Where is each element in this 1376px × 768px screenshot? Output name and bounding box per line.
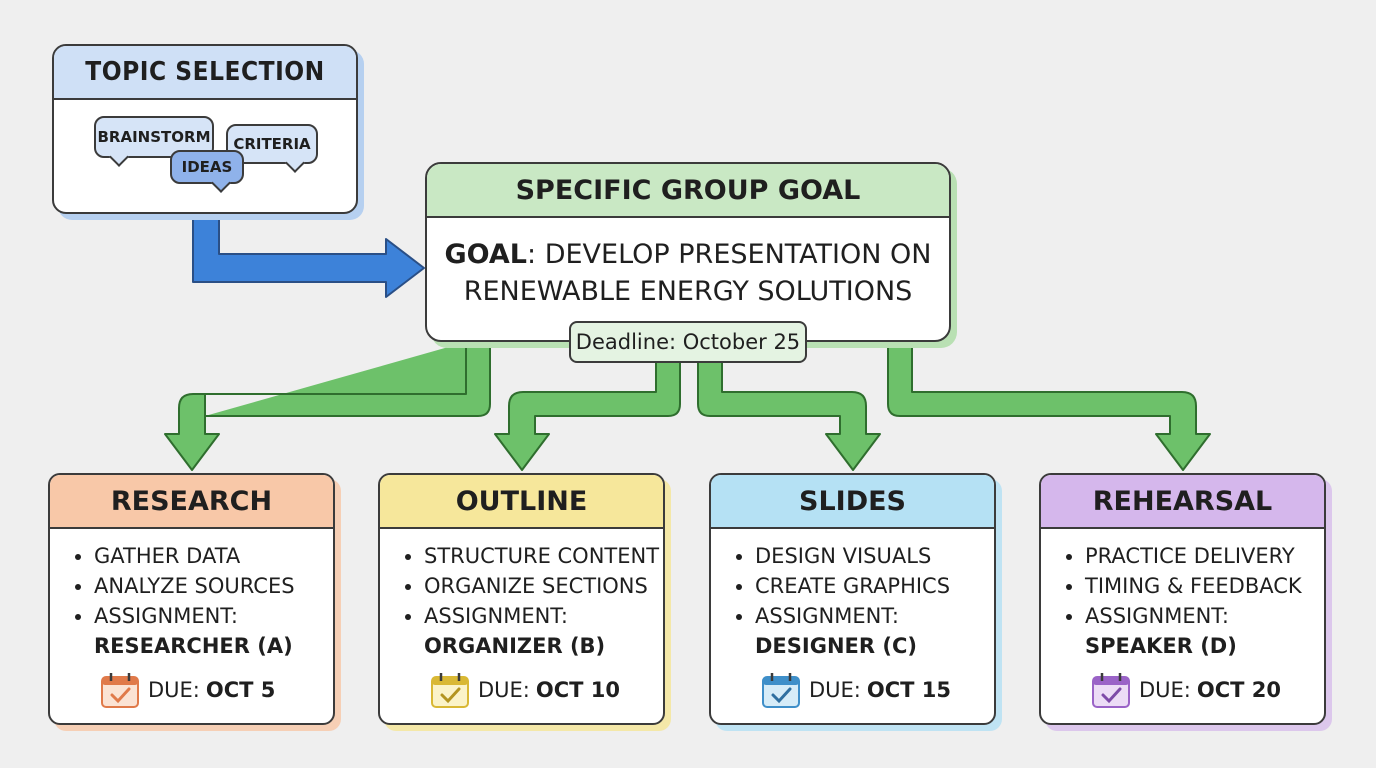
assignee: DESIGNER (C) (755, 634, 917, 658)
due-label: DUE: (478, 678, 530, 702)
outline-card: OUTLINE STRUCTURE CONTENT ORGANIZE SECTI… (378, 473, 665, 725)
due-label: DUE: (148, 678, 200, 702)
due-value: OCT 5 (205, 678, 276, 702)
list-item: ASSIGNMENT:SPEAKER (D) (1085, 601, 1324, 661)
due-label: DUE: (809, 678, 861, 702)
topic-to-goal-arrow (192, 213, 425, 298)
goal-line1: : DEVELOP PRESENTATION ON (527, 239, 932, 270)
task-list: STRUCTURE CONTENT ORGANIZE SECTIONS ASSI… (380, 541, 663, 661)
slides-card: SLIDES DESIGN VISUALS CREATE GRAPHICS AS… (709, 473, 996, 725)
topic-selection-title: TOPIC SELECTION (54, 46, 356, 100)
due-value: OCT 20 (1196, 678, 1282, 702)
list-item: STRUCTURE CONTENT (424, 541, 663, 571)
list-item: ASSIGNMENT:RESEARCHER (A) (94, 601, 333, 661)
due-label: DUE: (1139, 678, 1191, 702)
list-item: CREATE GRAPHICS (755, 571, 994, 601)
list-item: DESIGN VISUALS (755, 541, 994, 571)
due-date: DUE:OCT 5 (100, 671, 275, 709)
topic-selection-box: TOPIC SELECTION BRAINSTORM CRITERIA IDEA… (52, 44, 358, 214)
deadline-badge: Deadline: October 25 (569, 321, 807, 363)
task-list: DESIGN VISUALS CREATE GRAPHICS ASSIGNMEN… (711, 541, 994, 661)
list-item: GATHER DATA (94, 541, 333, 571)
list-item: ASSIGNMENT:DESIGNER (C) (755, 601, 994, 661)
group-goal-box: SPECIFIC GROUP GOAL GOAL: DEVELOP PRESEN… (425, 162, 951, 342)
due-date: DUE:OCT 10 (430, 671, 620, 709)
list-item: ANALYZE SOURCES (94, 571, 333, 601)
goal-label: GOAL (444, 239, 528, 270)
assignee: RESEARCHER (A) (94, 634, 293, 658)
ideas-bubble: IDEAS (170, 150, 244, 184)
research-card: RESEARCH GATHER DATA ANALYZE SOURCES ASS… (48, 473, 335, 725)
goal-to-rehearsal-arrow (887, 341, 1211, 471)
list-item: ASSIGNMENT:ORGANIZER (B) (424, 601, 663, 661)
list-item: TIMING & FEEDBACK (1085, 571, 1324, 601)
calendar-check-icon (762, 673, 800, 708)
due-value: OCT 10 (535, 678, 621, 702)
assignee: ORGANIZER (B) (424, 634, 606, 658)
calendar-check-icon (101, 673, 139, 708)
list-item: PRACTICE DELIVERY (1085, 541, 1324, 571)
due-date: DUE:OCT 20 (1091, 671, 1281, 709)
goal-to-outline-arrow (494, 361, 681, 471)
goal-to-research-arrow (164, 341, 491, 471)
group-goal-title: SPECIFIC GROUP GOAL (427, 164, 949, 218)
task-list: GATHER DATA ANALYZE SOURCES ASSIGNMENT:R… (50, 541, 333, 661)
due-value: OCT 15 (866, 678, 952, 702)
rehearsal-card: REHEARSAL PRACTICE DELIVERY TIMING & FEE… (1039, 473, 1326, 725)
assignee: SPEAKER (D) (1085, 634, 1237, 658)
calendar-check-icon (1092, 673, 1130, 708)
card-title: SLIDES (711, 475, 994, 529)
card-title: RESEARCH (50, 475, 333, 529)
task-list: PRACTICE DELIVERY TIMING & FEEDBACK ASSI… (1041, 541, 1324, 661)
calendar-check-icon (431, 673, 469, 708)
card-title: REHEARSAL (1041, 475, 1324, 529)
goal-statement: GOAL: DEVELOP PRESENTATION ON RENEWABLE … (427, 218, 949, 310)
due-date: DUE:OCT 15 (761, 671, 951, 709)
list-item: ORGANIZE SECTIONS (424, 571, 663, 601)
goal-line2: RENEWABLE ENERGY SOLUTIONS (463, 276, 913, 307)
goal-to-slides-arrow (697, 361, 881, 471)
card-title: OUTLINE (380, 475, 663, 529)
